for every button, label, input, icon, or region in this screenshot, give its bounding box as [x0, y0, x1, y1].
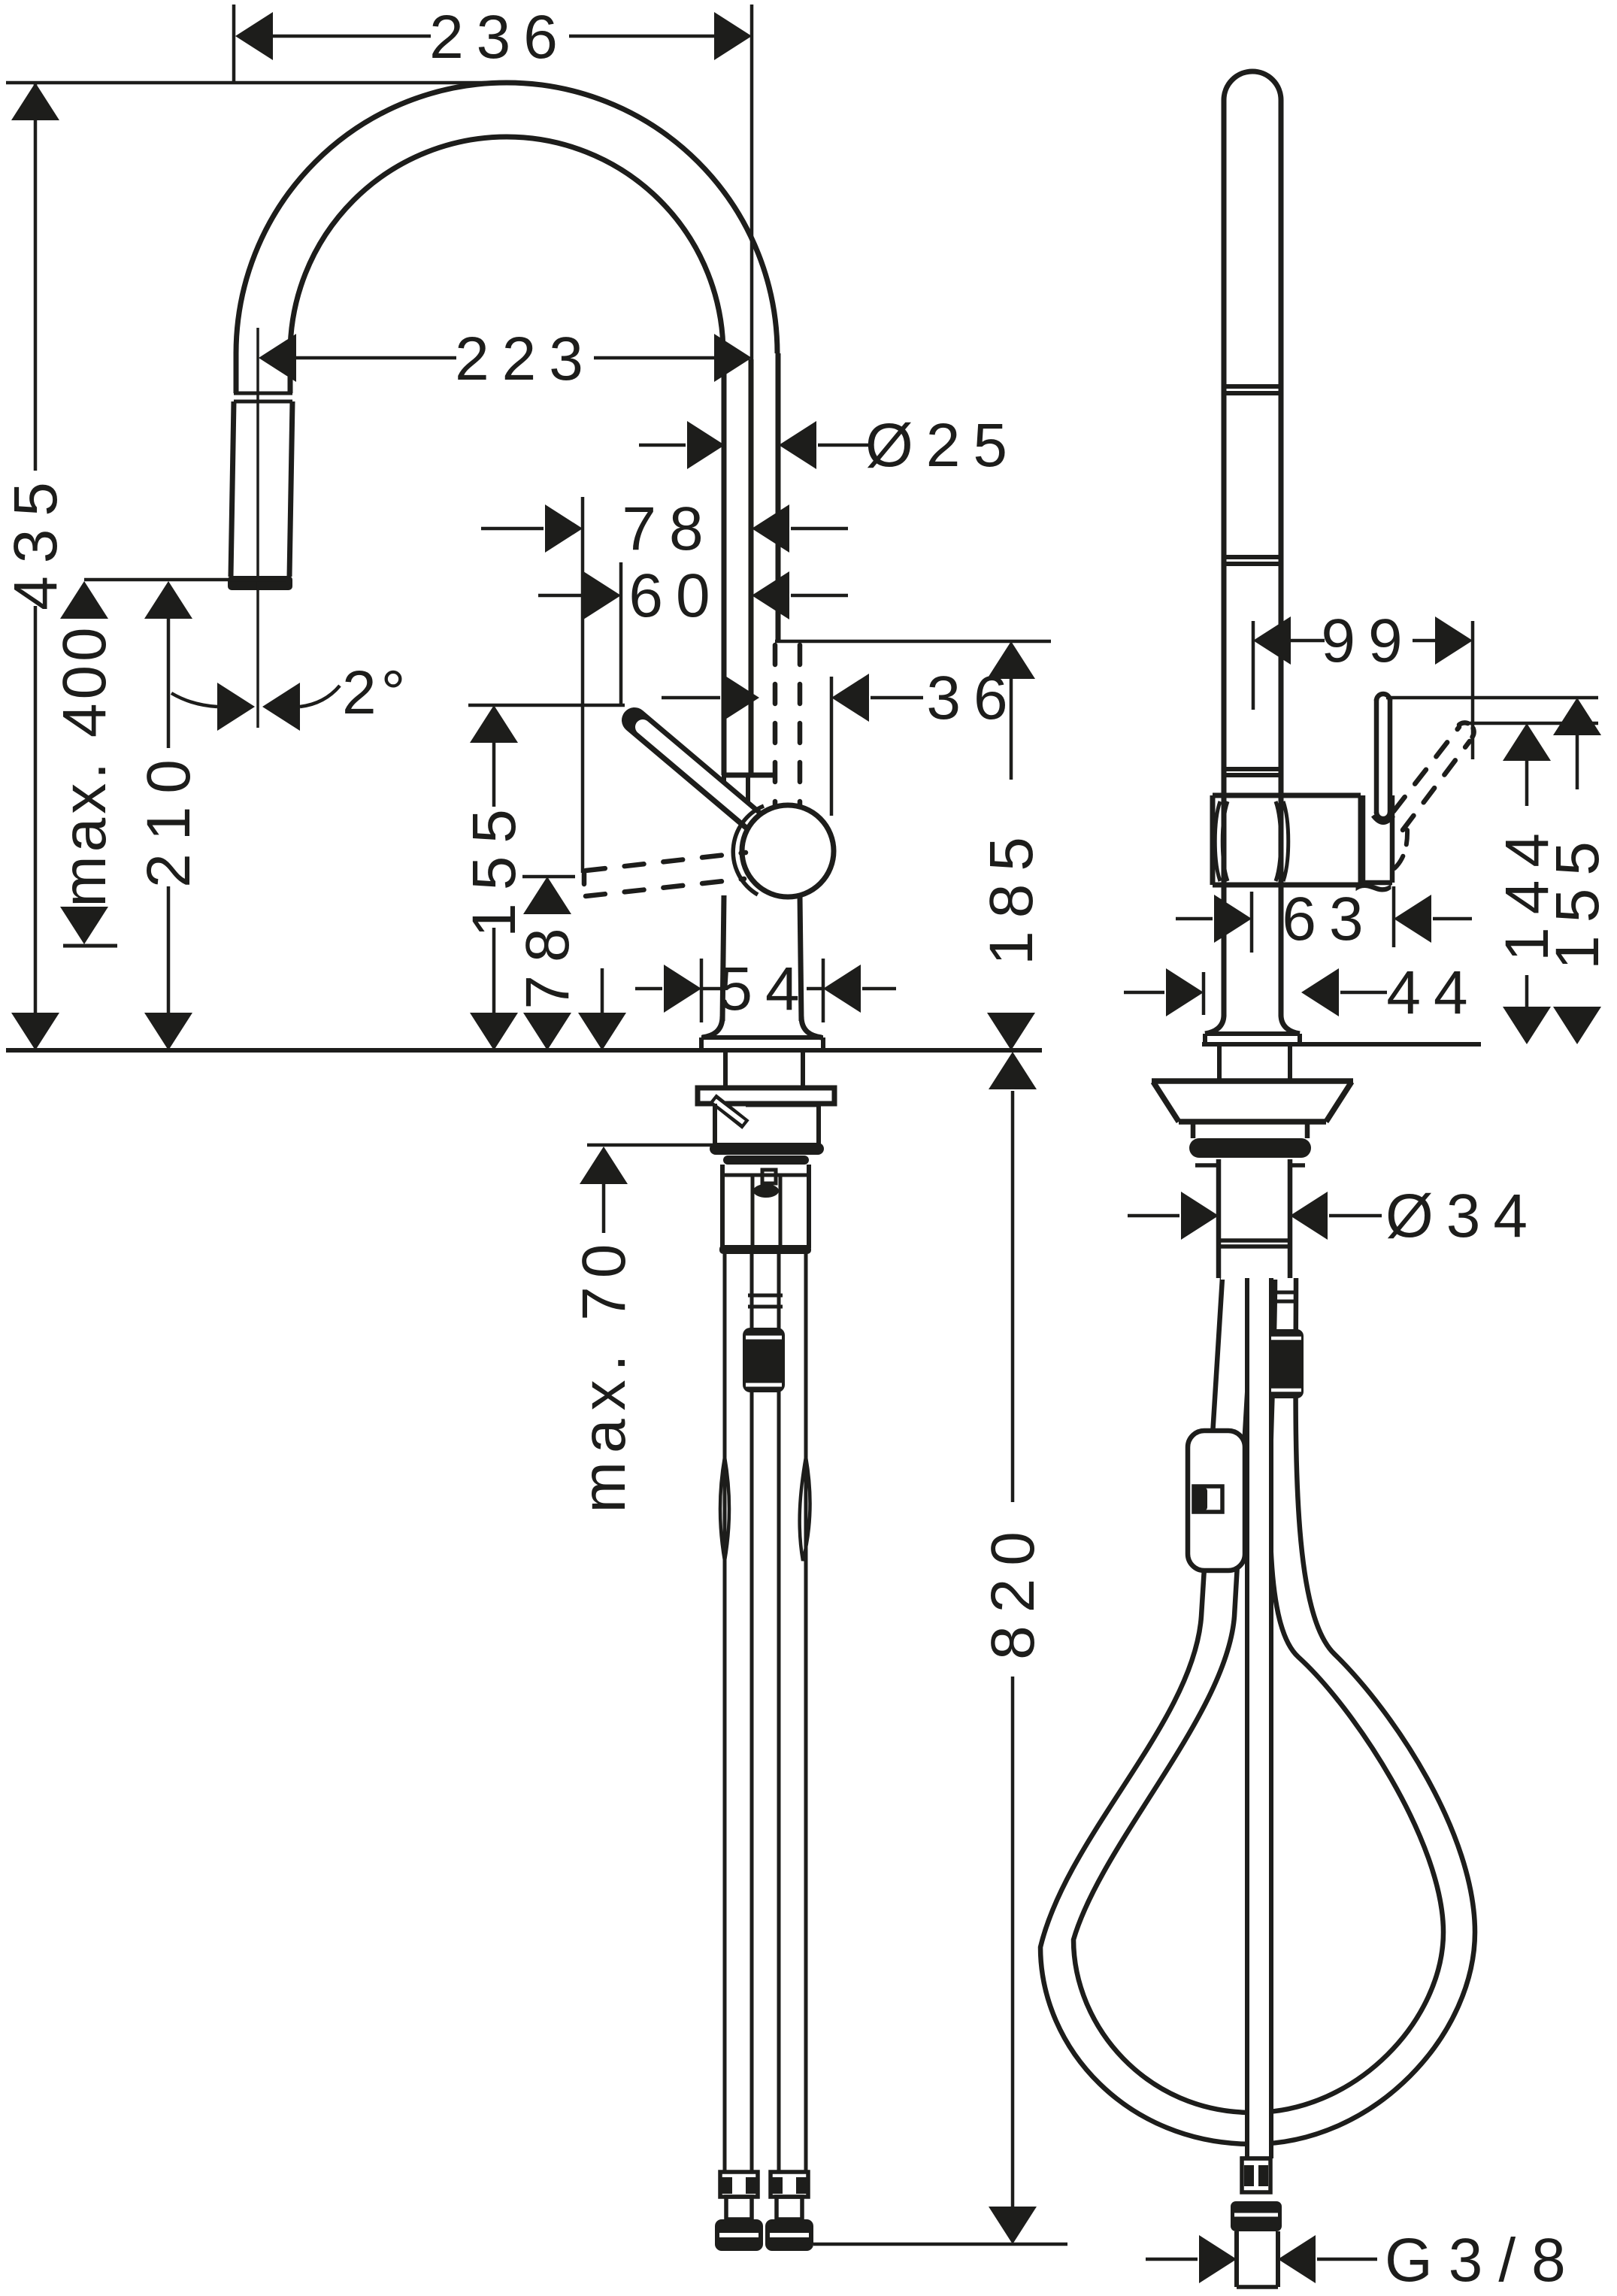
svg-text:236: 236	[429, 3, 571, 71]
svg-text:155: 155	[1543, 828, 1612, 970]
svg-text:210: 210	[135, 747, 203, 888]
svg-text:60: 60	[628, 562, 722, 630]
svg-text:185: 185	[977, 824, 1046, 965]
svg-text:max. 400: max. 400	[50, 623, 119, 907]
svg-text:63: 63	[1282, 885, 1376, 953]
svg-text:54: 54	[718, 955, 812, 1023]
svg-text:144: 144	[1493, 820, 1561, 962]
svg-text:78: 78	[513, 915, 582, 1009]
svg-text:Ø34: Ø34	[1385, 1182, 1540, 1250]
svg-text:~: ~	[1352, 847, 1394, 927]
svg-text:223: 223	[455, 325, 596, 393]
svg-text:155: 155	[460, 796, 528, 937]
svg-text:44: 44	[1386, 959, 1480, 1027]
svg-text:G3/8: G3/8	[1385, 2226, 1582, 2294]
svg-text:78: 78	[622, 495, 716, 563]
svg-text:99: 99	[1321, 607, 1415, 675]
svg-text:435: 435	[2, 469, 70, 610]
svg-text:820: 820	[979, 1519, 1047, 1660]
svg-text:2°: 2°	[342, 659, 410, 727]
svg-text:Ø25: Ø25	[865, 411, 1020, 480]
svg-text:max. 70: max. 70	[570, 1236, 638, 1513]
